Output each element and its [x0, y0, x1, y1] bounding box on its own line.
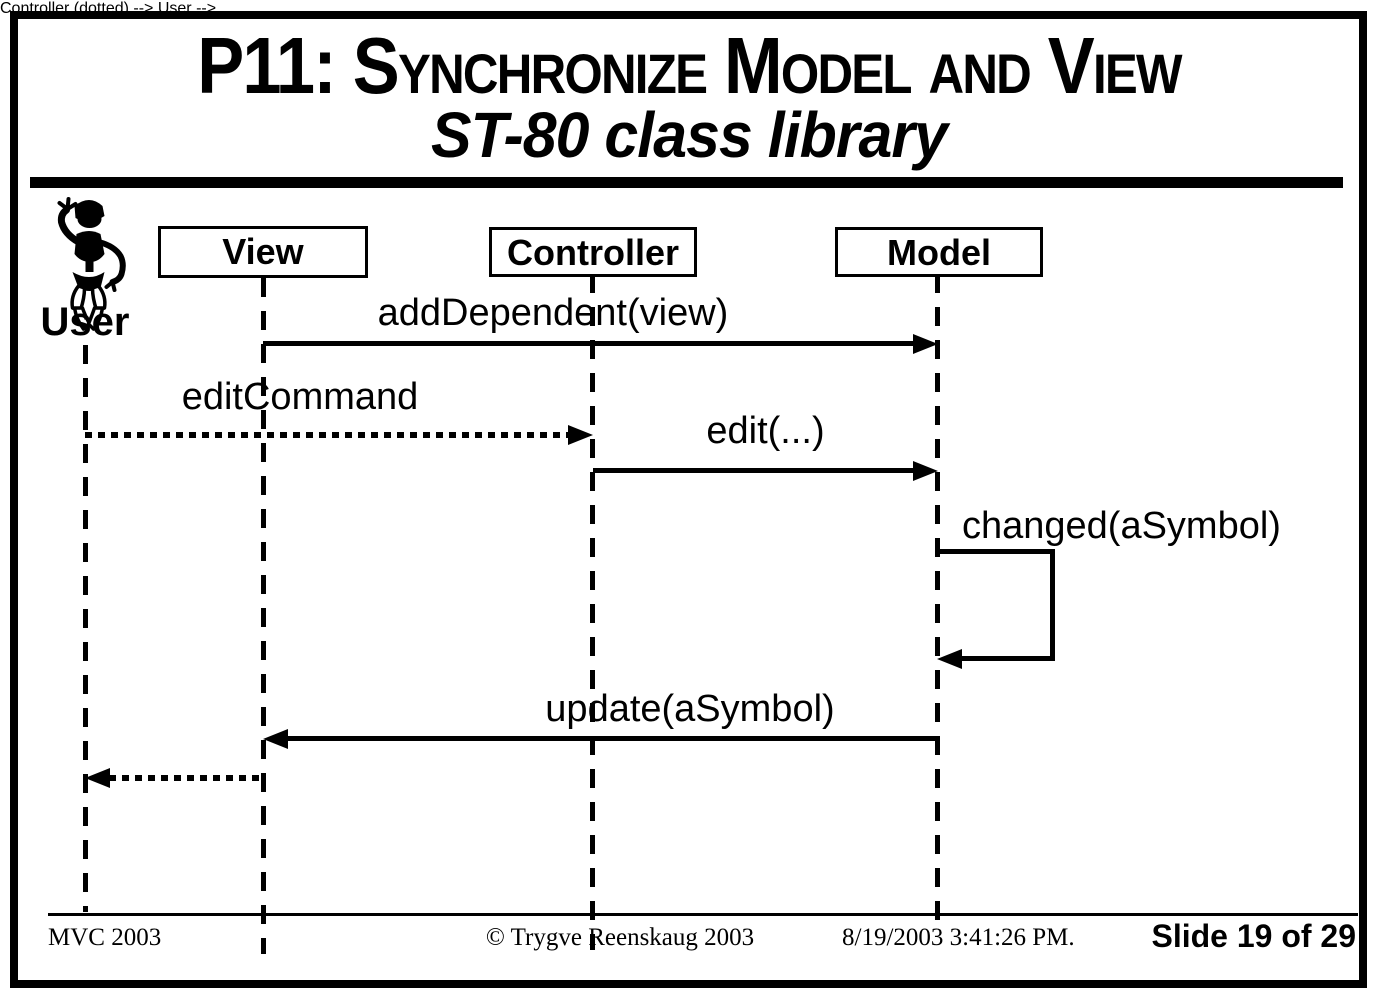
message-editcommand-label: editCommand — [181, 376, 419, 418]
actor-view-label: View — [222, 231, 304, 272]
message-changed-loop-bottom — [960, 656, 1055, 661]
controller-lifeline — [590, 274, 595, 950]
message-adddependent-arrowhead-icon — [913, 334, 938, 354]
footer-copyright: © Trygve Reenskaug 2003 — [485, 924, 755, 951]
footer-rule — [48, 913, 1358, 916]
message-changed-loop-top — [938, 549, 1055, 554]
footer-slide-number: Slide 19 of 29 — [1151, 918, 1356, 954]
footer-datetime: 8/19/2003 3:41:26 PM. — [842, 924, 1075, 951]
message-return-arrowhead-icon — [85, 768, 110, 788]
view-lifeline — [261, 278, 266, 954]
actor-controller-label: Controller — [506, 232, 679, 273]
actor-model-box: Model — [835, 227, 1043, 277]
message-edit-arrowhead-icon — [913, 461, 938, 481]
message-edit-label: edit(...) — [706, 410, 825, 452]
actor-user-label: User — [40, 300, 130, 344]
message-changed-loop-side — [1050, 549, 1055, 661]
slide-border — [10, 11, 1367, 988]
footer-project-label: MVC 2003 — [48, 924, 162, 951]
user-skeleton-icon — [33, 196, 141, 336]
slide-title: P11: Synchronize Model and View — [197, 21, 1182, 110]
message-adddependent-label: addDependent(view) — [377, 292, 729, 334]
user-lifeline — [83, 345, 88, 912]
actor-controller-box: Controller — [489, 227, 697, 277]
model-lifeline — [935, 274, 940, 926]
message-editcommand-dotted-line — [85, 432, 569, 438]
title-divider-rule — [30, 177, 1343, 188]
message-editcommand-arrowhead-icon — [568, 425, 593, 445]
message-adddependent-arrow-line — [263, 341, 915, 346]
message-update-arrowhead-icon — [263, 729, 288, 749]
actor-view-box: View — [158, 226, 368, 278]
slide-subtitle: ST-80 class library — [431, 99, 948, 171]
message-update-label: update(aSymbol) — [545, 688, 835, 730]
actor-model-label: Model — [887, 232, 991, 273]
message-update-arrow-line — [286, 736, 938, 741]
message-edit-arrow-line — [593, 468, 915, 473]
message-changed-label: changed(aSymbol) — [962, 505, 1281, 547]
message-return-dotted-line — [109, 775, 263, 781]
message-changed-arrowhead-icon — [937, 649, 962, 669]
